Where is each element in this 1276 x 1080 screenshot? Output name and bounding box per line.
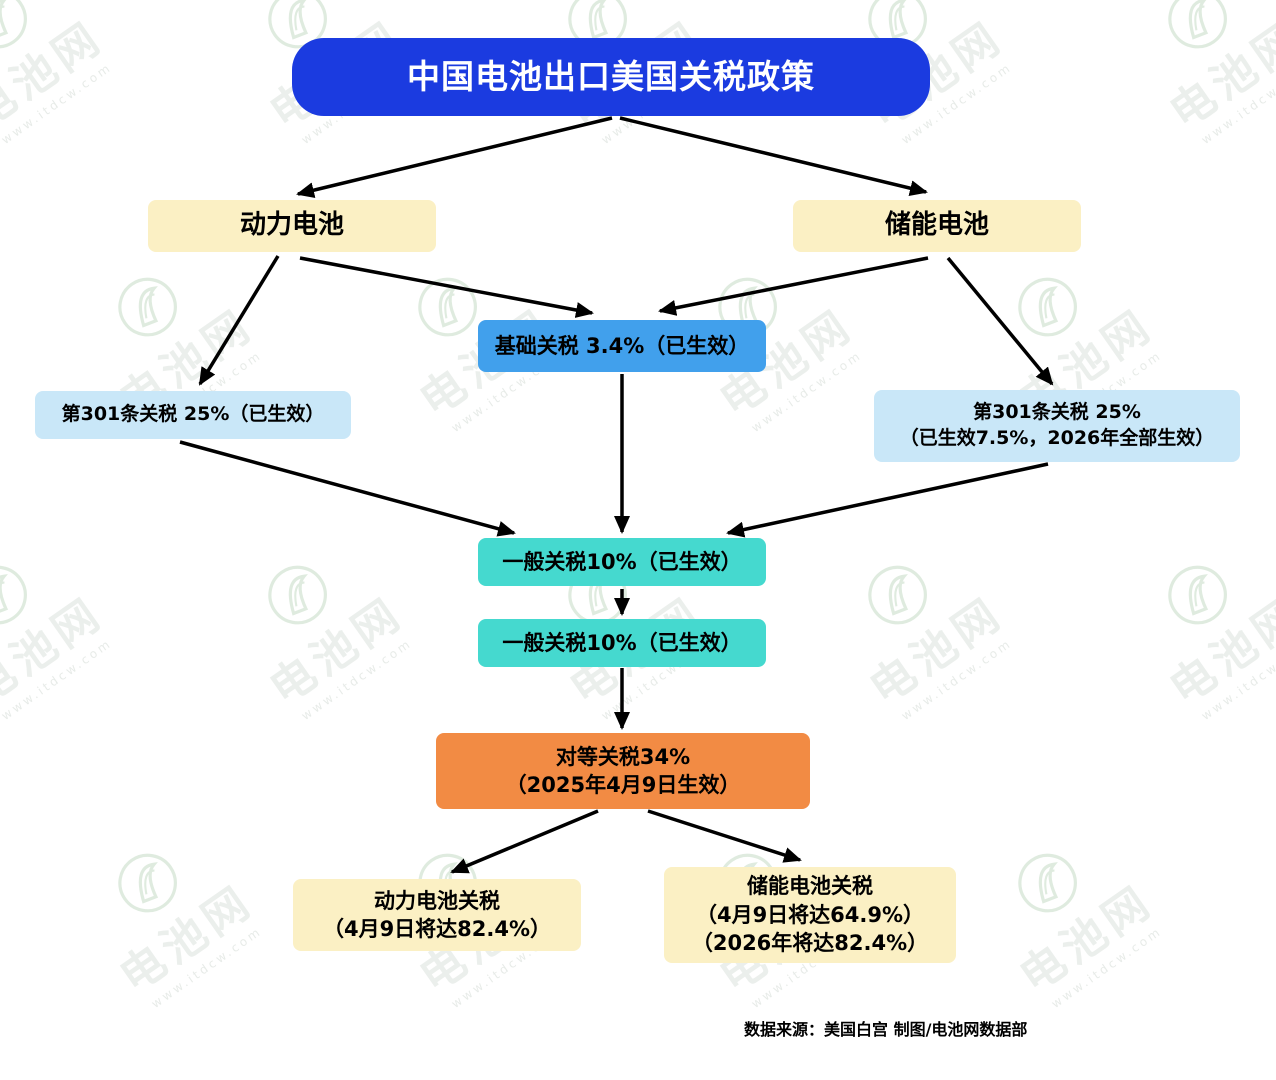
node-base-tariff: 基础关税 3.4%（已生效） xyxy=(478,320,766,372)
data-source-credit: 数据来源：美国白宫 制图/电池网数据部 xyxy=(744,1020,1028,1039)
node-label-line2: （4月9日将达64.9%） xyxy=(695,902,925,927)
node-label: 基础关税 3.4%（已生效） xyxy=(494,333,750,358)
diagram-title-text: 中国电池出口美国关税政策 xyxy=(407,56,815,96)
node-label-line1: 储能电池关税 xyxy=(747,874,873,899)
node-section301-left: 第301条关税 25%（已生效） xyxy=(35,391,351,439)
node-general-tariff-2: 一般关税10%（已生效） xyxy=(478,619,766,667)
node-storage-result: 储能电池关税 （4月9日将达64.9%） （2026年将达82.4%） xyxy=(664,867,956,963)
node-label: 储能电池 xyxy=(884,210,989,241)
node-label-line1: 对等关税34% xyxy=(555,744,691,769)
node-section301-right: 第301条关税 25% （已生效7.5%，2026年全部生效） xyxy=(874,390,1240,462)
node-label: 第301条关税 25%（已生效） xyxy=(61,403,325,426)
node-general-tariff-1: 一般关税10%（已生效） xyxy=(478,538,766,586)
node-label-line3: （2026年将达82.4%） xyxy=(691,931,929,956)
node-label: 动力电池 xyxy=(239,210,344,241)
node-label-line2: （已生效7.5%，2026年全部生效） xyxy=(899,427,1215,449)
diagram-title: 中国电池出口美国关税政策 xyxy=(292,38,930,116)
node-storage-battery: 储能电池 xyxy=(793,200,1081,252)
node-label-line2: （4月9日将达82.4%） xyxy=(322,917,552,941)
node-label-line2: （2025年4月9日生效） xyxy=(505,773,741,797)
node-power-result: 动力电池关税 （4月9日将达82.4%） xyxy=(293,879,581,951)
node-label-line1: 动力电池关税 xyxy=(374,888,500,913)
node-power-battery: 动力电池 xyxy=(148,200,436,252)
node-label: 一般关税10%（已生效） xyxy=(502,549,742,574)
node-reciprocal-tariff: 对等关税34% （2025年4月9日生效） xyxy=(436,733,810,809)
node-label-line1: 第301条关税 25% xyxy=(973,401,1141,424)
node-label: 一般关税10%（已生效） xyxy=(502,630,742,655)
